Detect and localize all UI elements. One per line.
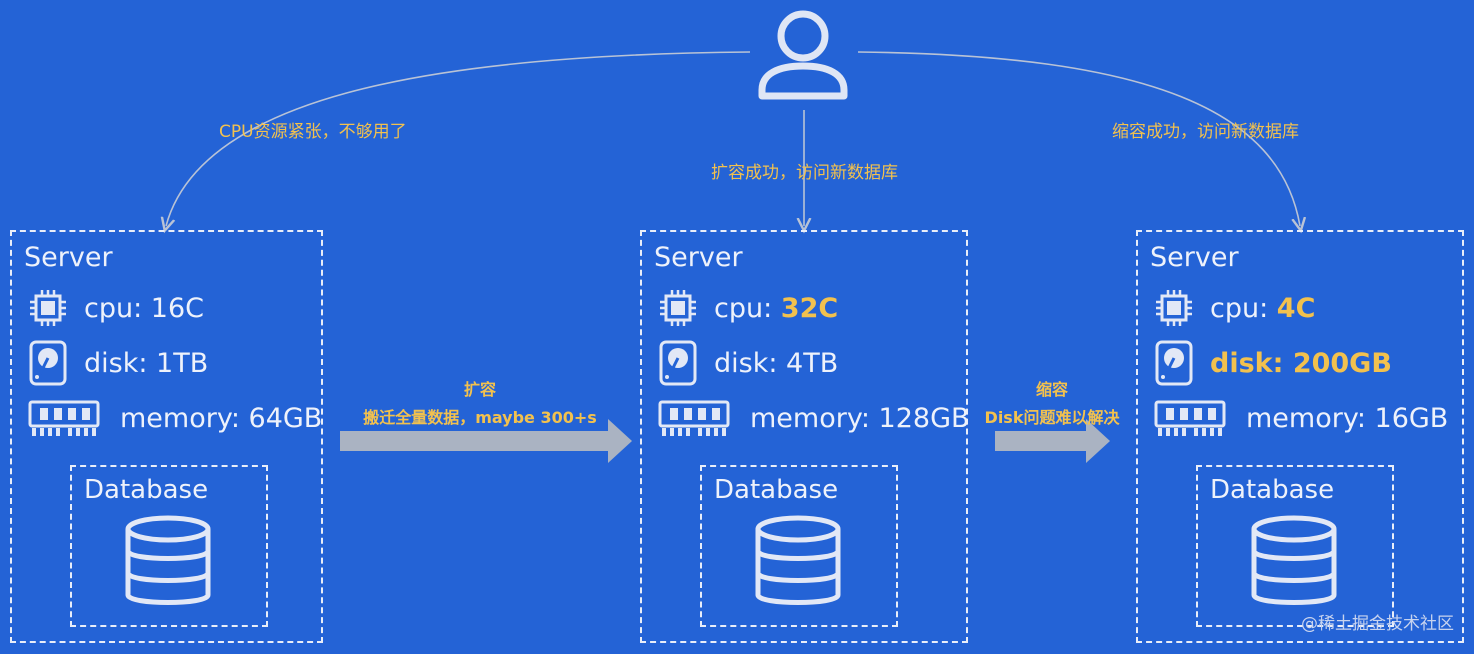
user-icon bbox=[758, 10, 848, 100]
memory-row: memory: 128GB bbox=[658, 398, 970, 438]
scale-up-arrow bbox=[340, 419, 632, 463]
database-box: Database bbox=[70, 465, 268, 627]
cpu-label: cpu: bbox=[714, 292, 781, 324]
middle-edge-label: 扩容成功，访问新数据库 bbox=[711, 163, 898, 183]
edge-to-left-server bbox=[166, 51, 751, 226]
database-title: Database bbox=[84, 475, 209, 505]
server-title: Server bbox=[24, 242, 113, 273]
memory-label: memory: bbox=[120, 402, 249, 434]
watermark: @稀土掘金技术社区 bbox=[1301, 614, 1454, 634]
cpu-label: cpu: bbox=[1210, 292, 1277, 324]
disk-value: 1TB bbox=[156, 347, 209, 379]
cpu-value: 16C bbox=[150, 292, 204, 324]
cpu-icon bbox=[30, 290, 66, 326]
disk-value: 200GB bbox=[1292, 347, 1392, 379]
disk-icon bbox=[659, 340, 697, 386]
scale-down-note: Disk问题难以解决 bbox=[984, 408, 1120, 427]
memory-row: memory: 16GB bbox=[1154, 398, 1448, 438]
database-box: Database bbox=[700, 465, 898, 627]
database-title: Database bbox=[714, 475, 839, 505]
cpu-icon bbox=[660, 290, 696, 326]
cpu-row: cpu: 4C bbox=[1154, 288, 1315, 328]
memory-icon bbox=[1154, 400, 1226, 436]
edge-to-right-server bbox=[857, 51, 1300, 226]
disk-icon bbox=[29, 340, 67, 386]
memory-value: 16GB bbox=[1374, 402, 1449, 434]
memory-label: memory: bbox=[750, 402, 879, 434]
server-box-2: Server cpu: 32C bbox=[640, 230, 970, 643]
memory-icon bbox=[658, 400, 730, 436]
scale-up-title: 扩容 bbox=[463, 380, 496, 399]
memory-icon bbox=[28, 400, 100, 436]
scale-up-label: 扩容 搬迁全量数据，maybe 300+s bbox=[340, 376, 620, 428]
disk-icon bbox=[1155, 340, 1193, 386]
left-edge-label: CPU资源紧张，不够用了 bbox=[219, 122, 407, 142]
database-title: Database bbox=[1210, 475, 1335, 505]
server-box-3: Server cpu: 4C bbox=[1136, 230, 1464, 643]
disk-row: disk: 1TB bbox=[28, 340, 208, 386]
database-icon bbox=[1251, 515, 1337, 605]
disk-label: disk: bbox=[1210, 347, 1293, 379]
database-icon bbox=[755, 515, 841, 605]
scale-down-title: 缩容 bbox=[1035, 380, 1068, 399]
disk-label: disk: bbox=[84, 347, 157, 379]
disk-value: 4TB bbox=[786, 347, 839, 379]
disk-label: disk: bbox=[714, 347, 787, 379]
server-title: Server bbox=[654, 242, 743, 273]
database-box: Database bbox=[1196, 465, 1394, 627]
scale-down-label: 缩容 Disk问题难以解决 bbox=[972, 376, 1132, 428]
cpu-label: cpu: bbox=[84, 292, 151, 324]
right-edge-label: 缩容成功，访问新数据库 bbox=[1112, 122, 1299, 142]
scale-up-note: 搬迁全量数据，maybe 300+s bbox=[363, 408, 597, 427]
server-box-1: Server cpu: 16C bbox=[10, 230, 323, 643]
cpu-icon bbox=[1156, 290, 1192, 326]
memory-value: 128GB bbox=[878, 402, 970, 434]
cpu-row: cpu: 32C bbox=[658, 288, 838, 328]
cpu-value: 4C bbox=[1276, 292, 1316, 324]
server-title: Server bbox=[1150, 242, 1239, 273]
scale-down-arrow bbox=[995, 419, 1110, 463]
memory-label: memory: bbox=[1246, 402, 1375, 434]
cpu-value: 32C bbox=[780, 292, 839, 324]
database-icon bbox=[125, 515, 211, 605]
memory-row: memory: 64GB bbox=[28, 398, 322, 438]
cpu-row: cpu: 16C bbox=[28, 288, 204, 328]
disk-row: disk: 200GB bbox=[1154, 340, 1392, 386]
disk-row: disk: 4TB bbox=[658, 340, 838, 386]
memory-value: 64GB bbox=[248, 402, 323, 434]
